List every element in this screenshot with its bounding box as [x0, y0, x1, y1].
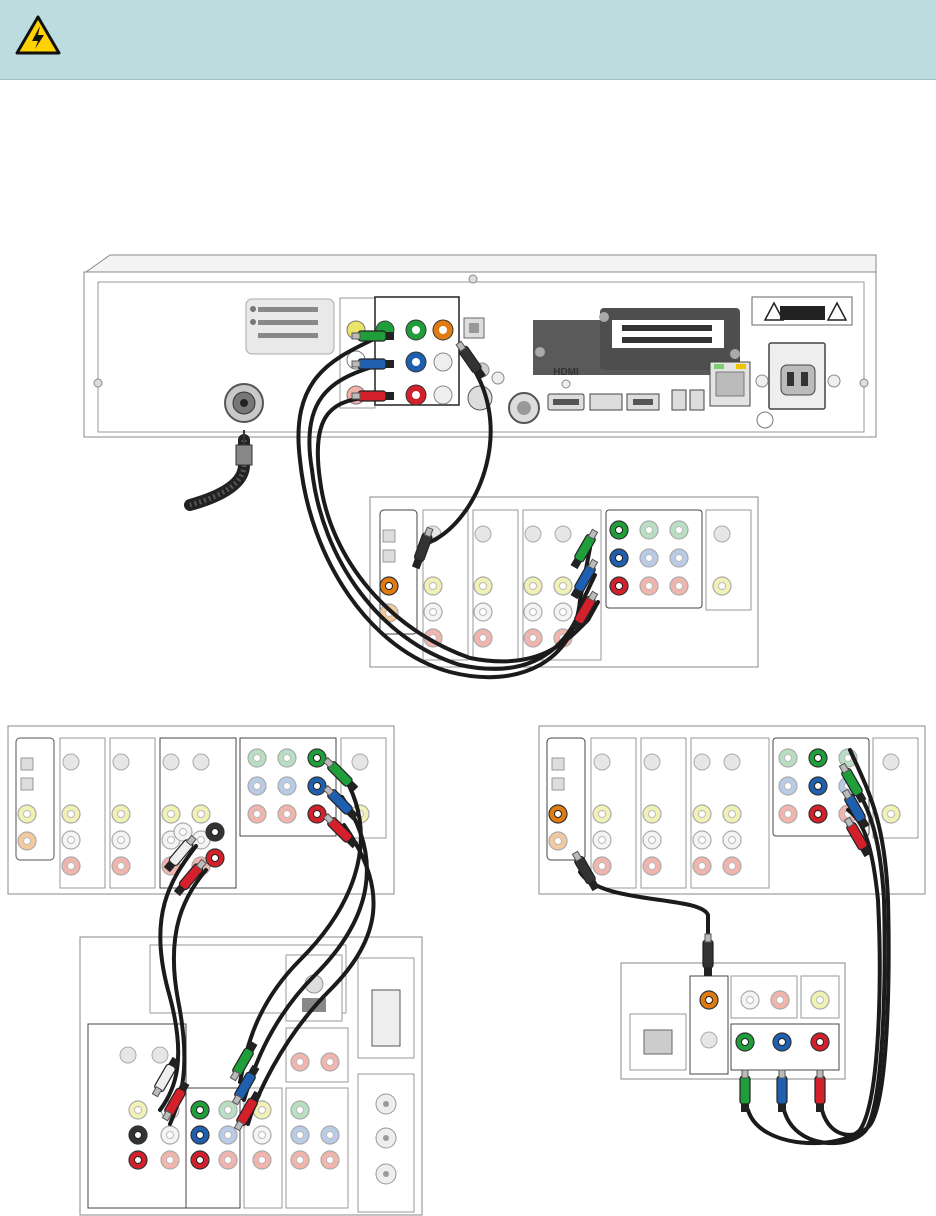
svideo-jack-icon	[193, 754, 209, 770]
rca-plug-icon	[815, 1070, 825, 1112]
svideo-jack-icon	[714, 526, 730, 542]
svideo-jack-icon	[163, 754, 179, 770]
optical-jack-icon	[552, 758, 564, 770]
hdmi-logo: HDMI	[553, 367, 579, 378]
svideo-jack-icon	[352, 754, 368, 770]
optical-jack-icon	[21, 778, 33, 790]
rca-plug-icon	[352, 391, 394, 401]
svideo-jack-icon	[113, 754, 129, 770]
rca-plug-icon	[777, 1070, 787, 1112]
optical-jack-icon	[552, 778, 564, 790]
screw-icon	[562, 380, 570, 388]
svideo-jack-icon	[120, 1047, 136, 1063]
screw-icon	[860, 379, 868, 387]
svideo-jack-icon	[152, 1047, 168, 1063]
receiver-back-panel: HDMI	[84, 255, 876, 437]
firewire-port	[672, 390, 686, 410]
optical-jack-icon	[21, 758, 33, 770]
coax-input-cable	[190, 430, 252, 505]
usb-port	[590, 394, 622, 410]
svideo-jack-icon	[644, 754, 660, 770]
svideo-jack-icon	[525, 526, 541, 542]
cable-in-connector	[225, 384, 263, 422]
screw-icon	[469, 275, 477, 283]
warning-banner	[0, 0, 936, 80]
rca-plug-icon	[352, 359, 394, 369]
optical-jack-icon	[383, 550, 395, 562]
svideo-jack-icon	[63, 754, 79, 770]
svideo-jack-icon	[701, 1032, 717, 1048]
svideo-jack-icon	[594, 754, 610, 770]
rca-plug-icon	[703, 934, 713, 976]
screw-icon	[94, 379, 102, 387]
svideo-jack-icon	[555, 526, 571, 542]
home-theater-panel	[621, 963, 845, 1079]
connection-diagram: HDMI	[0, 79, 936, 1216]
svideo-jack-icon	[724, 754, 740, 770]
rca-plug-icon	[352, 331, 394, 341]
warning-electric-icon	[14, 14, 62, 56]
svideo-jack-icon	[883, 754, 899, 770]
rca-plug-icon	[740, 1070, 750, 1112]
screw-icon	[492, 372, 504, 384]
optical-jack-icon	[383, 530, 395, 542]
home-theater-ethernet-port	[644, 1030, 672, 1054]
firewire-port	[690, 390, 704, 410]
dvi-port	[372, 990, 400, 1046]
svideo-jack-icon	[694, 754, 710, 770]
svideo-jack-icon	[475, 526, 491, 542]
